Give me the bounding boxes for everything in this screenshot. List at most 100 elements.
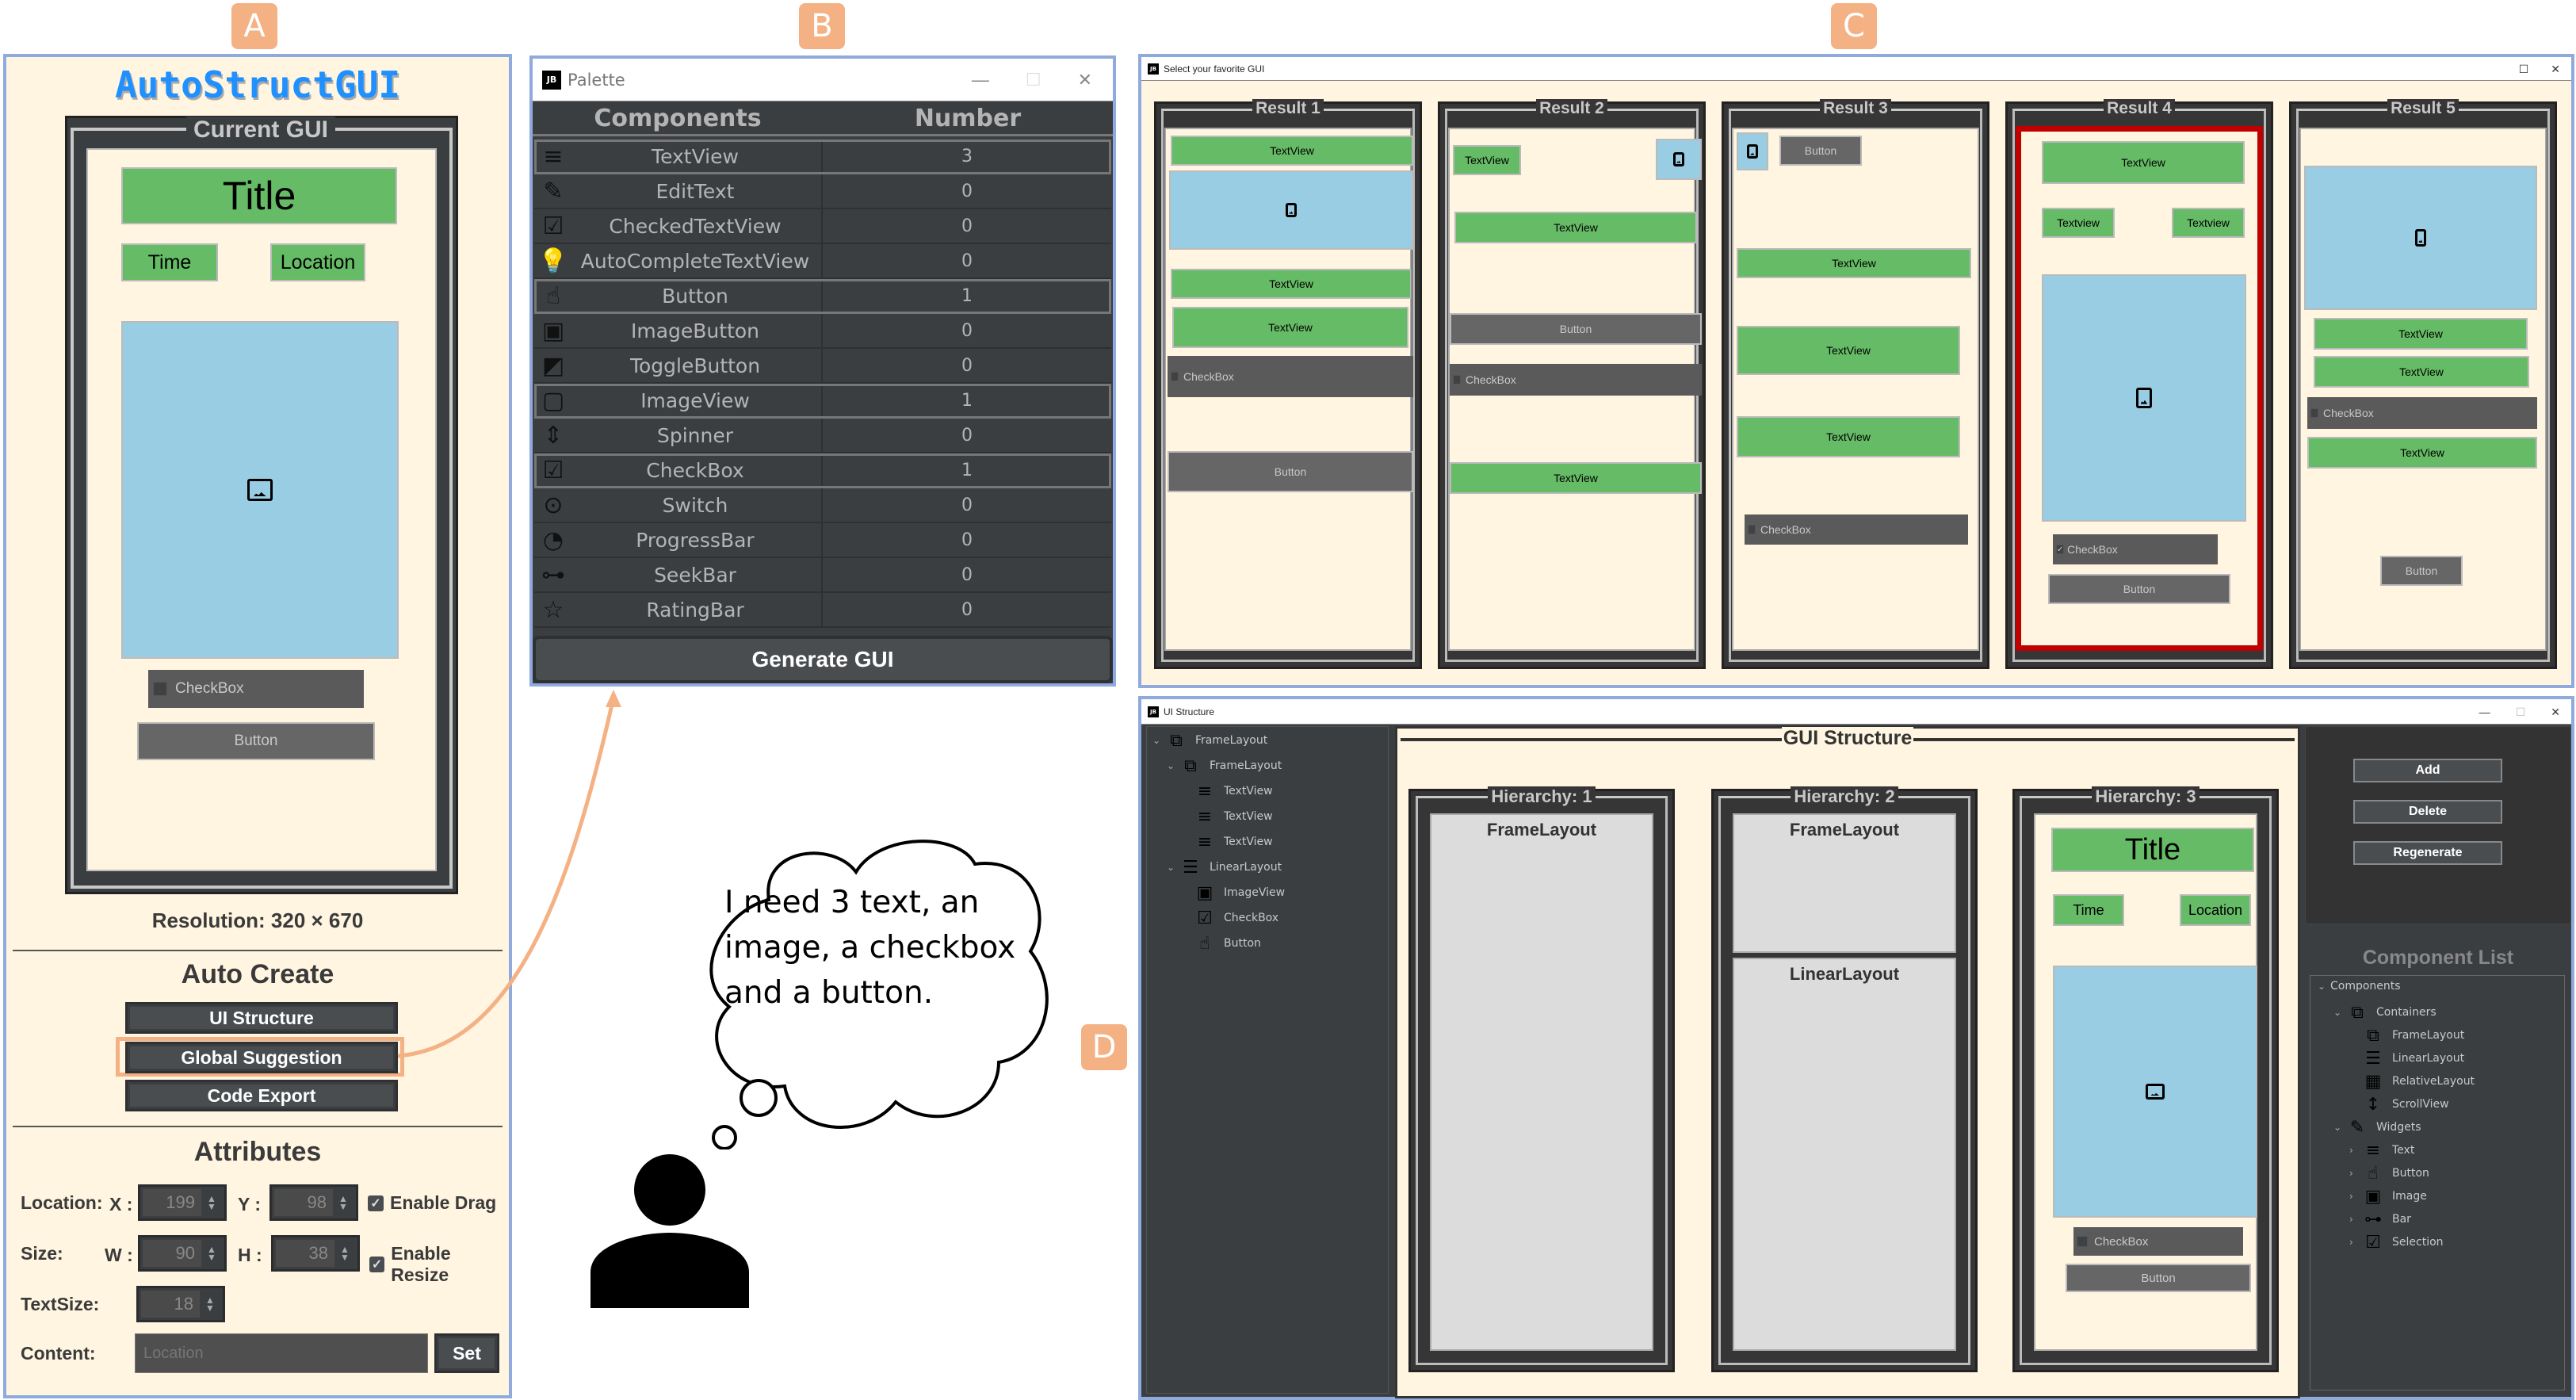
chevron-down-icon[interactable]: ⌄ [1152,735,1161,746]
y-stepper[interactable]: 98▲▼ [269,1184,358,1221]
tree-item-button[interactable]: ☝Button [1181,934,1261,954]
maximize-icon[interactable]: ☐ [2515,705,2526,718]
tree-item-textview[interactable]: ≡TextView [1181,832,1273,852]
linearlayout-box[interactable]: LinearLayout [1733,958,1956,1351]
chevron-down-icon[interactable]: ⌄ [2318,981,2326,992]
component-count[interactable]: 1 [961,285,973,306]
time-textview[interactable]: Time [121,243,218,281]
regenerate-button[interactable]: Regenerate [2353,841,2502,865]
component-count[interactable]: 3 [961,146,973,166]
enable-resize-checkbox[interactable]: ✓Enable Resize [369,1243,509,1286]
component-item-linearlayout[interactable]: ☰LinearLayout [2349,1049,2464,1069]
h-stepper[interactable]: 38▲▼ [271,1235,360,1272]
component-count[interactable]: 0 [961,216,973,236]
stepper-arrows-icon[interactable]: ▲▼ [201,1240,222,1267]
tree-item-checkbox[interactable]: ☑CheckBox [1181,908,1278,928]
result-card-5[interactable]: Result 5 TextView TextView CheckBox Text… [2289,99,2557,669]
hierarchy-3[interactable]: Hierarchy: 3 Title Time Location CheckBo… [2012,786,2279,1372]
generate-gui-button[interactable]: Generate GUI [536,639,1110,680]
component-count[interactable]: 0 [961,530,973,550]
framelayout-box[interactable]: FrameLayout [1430,813,1653,1351]
component-count[interactable]: 0 [961,425,973,446]
set-button[interactable]: Set [434,1333,499,1373]
hierarchy-2[interactable]: Hierarchy: 2 FrameLayout LinearLayout [1711,786,1978,1372]
title-textview[interactable]: Title [121,167,397,224]
component-count[interactable]: 0 [961,564,973,585]
close-icon[interactable]: ✕ [1077,70,1092,90]
component-item-button[interactable]: ›☝Button [2349,1163,2429,1184]
minimize-icon[interactable]: — [2479,706,2490,718]
component-count[interactable]: 1 [961,460,973,480]
close-icon[interactable]: ✕ [2551,62,2560,75]
chevron-right-icon[interactable]: › [2349,1214,2353,1225]
chevron-down-icon[interactable]: ⌄ [1167,760,1175,771]
chevron-right-icon[interactable]: › [2349,1237,2353,1248]
stepper-arrows-icon[interactable]: ▲▼ [333,1189,354,1216]
maximize-icon[interactable]: ☐ [1025,70,1041,90]
location-textview[interactable]: Location [270,243,365,281]
checkbox-widget[interactable]: CheckBox [148,670,364,708]
component-item-image[interactable]: ›▣Image [2349,1186,2427,1207]
component-item-scrollview[interactable]: ↕ScrollView [2349,1095,2449,1115]
component-count[interactable]: 0 [961,599,973,620]
content-input[interactable] [135,1333,428,1373]
component-item-relativelayout[interactable]: ▦RelativeLayout [2349,1072,2475,1092]
button-widget[interactable]: Button [137,722,375,760]
stepper-arrows-icon[interactable]: ▲▼ [200,1291,220,1318]
add-button[interactable]: Add [2353,759,2502,782]
component-item-components[interactable]: ⌄Components [2318,980,2401,993]
component-item-selection[interactable]: ›☑Selection [2349,1232,2444,1253]
component-count[interactable]: 0 [961,355,973,376]
chevron-down-icon[interactable]: ⌄ [2333,1007,2342,1018]
result-card-4-selected[interactable]: Result 4 TextView Textview Textview ✓Che… [2005,99,2273,669]
maximize-icon[interactable]: ☐ [2518,62,2529,75]
chevron-right-icon[interactable]: › [2349,1145,2353,1156]
stepper-arrows-icon[interactable]: ▲▼ [334,1240,355,1267]
enable-drag-checkbox[interactable]: ✓Enable Drag [368,1192,496,1214]
ui-structure-button[interactable]: UI Structure [125,1002,398,1034]
chevron-down-icon[interactable]: ⌄ [2333,1122,2342,1133]
framelayout-box[interactable]: FrameLayout [1733,813,1956,953]
result-card-3[interactable]: Result 3 Button TextView TextView TextVi… [1722,99,1989,669]
global-suggestion-button[interactable]: Global Suggestion [125,1042,398,1073]
x-stepper[interactable]: 199▲▼ [138,1184,227,1221]
tree-item-imageview[interactable]: ▣ImageView [1181,883,1285,903]
component-count[interactable]: 0 [961,181,973,201]
component-item-widgets[interactable]: ⌄✎Widgets [2333,1117,2421,1138]
result-card-2[interactable]: Result 2 TextView TextView Button CheckB… [1438,99,1706,669]
component-count[interactable]: 0 [961,495,973,515]
component-count[interactable]: 0 [961,251,973,271]
component-item-bar[interactable]: ›⊶Bar [2349,1209,2411,1230]
component-item-framelayout[interactable]: ⧉FrameLayout [2349,1026,2464,1046]
component-count[interactable]: 1 [961,390,973,411]
delete-button[interactable]: Delete [2353,800,2502,824]
hierarchy-1[interactable]: Hierarchy: 1 FrameLayout [1408,786,1675,1372]
tree-item-textview[interactable]: ≡TextView [1181,807,1273,827]
tree-item-textview[interactable]: ≡TextView [1181,782,1273,801]
component-count[interactable]: 0 [961,320,973,341]
component-item-text[interactable]: ›≡Text [2349,1140,2415,1161]
imageview[interactable] [121,321,399,659]
code-export-button[interactable]: Code Export [125,1080,398,1111]
chevron-down-icon[interactable]: ⌄ [1167,862,1175,873]
tree-item-framelayout[interactable]: ⌄⧉FrameLayout [1152,730,1268,751]
w-stepper[interactable]: 90▲▼ [138,1235,227,1272]
chevron-right-icon[interactable]: › [2349,1191,2353,1202]
result-card-1[interactable]: Result 1 TextView TextView TextView Chec… [1154,99,1422,669]
tree-item-linearlayout[interactable]: ⌄☰LinearLayout [1167,857,1282,878]
chevron-right-icon[interactable]: › [2349,1168,2353,1179]
